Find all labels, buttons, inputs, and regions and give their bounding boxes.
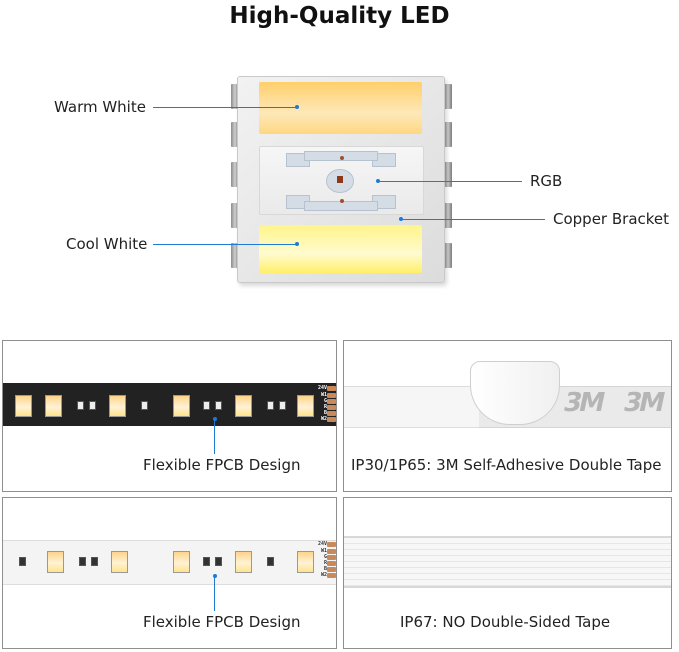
led-pin: [231, 203, 239, 228]
led-pin: [444, 84, 452, 109]
led-chip: [297, 551, 314, 573]
copper-pad: [327, 555, 336, 560]
cool-white-callout: Cool White: [66, 235, 148, 253]
resistor: [203, 401, 210, 410]
rgb-callout: RGB: [530, 172, 563, 190]
cool-white-chip: [259, 225, 422, 273]
strip-pin-label: W2: [320, 416, 327, 422]
resistor: [267, 557, 274, 566]
led-pin: [231, 84, 239, 109]
led-chip: [15, 395, 32, 417]
strip-pin-label: G: [323, 398, 327, 404]
tape-print: 3M: [560, 388, 606, 418]
resistor: [91, 557, 98, 566]
strip-pin-label: 24V: [317, 385, 327, 391]
resistor: [19, 557, 26, 566]
led-chip: [173, 551, 190, 573]
fpcb-leader-dot: [213, 417, 217, 421]
strip-pin-label: W1: [320, 392, 327, 398]
panel-4-label: IP67: NO Double-Sided Tape: [400, 613, 611, 631]
panel-ip67: IP67: NO Double-Sided Tape: [343, 497, 672, 649]
led-chip: [111, 551, 128, 573]
panel-1-label: Flexible FPCB Design: [143, 456, 301, 474]
strip-pin-label: W2: [320, 572, 327, 578]
panel-3-label: Flexible FPCB Design: [143, 613, 301, 631]
led-pin: [444, 203, 452, 228]
copper-pad: [327, 549, 336, 554]
resistor: [203, 557, 210, 566]
led-chip: [235, 395, 252, 417]
copper-pad: [327, 393, 336, 398]
led-pin: [444, 122, 452, 147]
led-pin: [231, 243, 239, 268]
tape-peel-curl: [470, 361, 560, 425]
rgb-leader-dot: [376, 179, 380, 183]
strip-pin-label: B: [323, 566, 327, 572]
led-pin: [231, 162, 239, 187]
strip-pin-label: R: [323, 404, 327, 410]
copper-pad: [327, 542, 336, 547]
copper-pad: [327, 417, 336, 422]
copper-pad: [327, 386, 336, 391]
strip-back: [344, 386, 484, 428]
rgb-pad: [326, 169, 354, 193]
led-chip: [173, 395, 190, 417]
panel-black-fpcb: 24V W1 G R B W2 Flexible FPCB Design: [2, 340, 337, 492]
led-pin: [231, 122, 239, 147]
fpcb-leader: [214, 419, 216, 454]
panel-white-fpcb: 24V W1 G R B W2 Flexible FPCB Design: [2, 497, 337, 649]
strip-pin-label: W1: [320, 548, 327, 554]
copper-bracket-leader: [401, 219, 545, 221]
led-chip: [297, 395, 314, 417]
panel-2-label: IP30/1P65: 3M Self-Adhesive Double Tape: [351, 456, 662, 474]
led-pin: [444, 162, 452, 187]
page-title: High-Quality LED: [229, 3, 450, 29]
resistor: [215, 401, 222, 410]
rgb-die: [340, 199, 344, 203]
resistor: [141, 401, 148, 410]
fpcb-leader-dot: [213, 574, 217, 578]
warm-white-callout: Warm White: [54, 98, 146, 116]
silicone-tube: [344, 536, 671, 588]
strip-pin-label: B: [323, 410, 327, 416]
led-chip: [45, 395, 62, 417]
cool-white-leader: [153, 244, 297, 246]
strip-pin-label: R: [323, 560, 327, 566]
cool-white-leader-dot: [295, 242, 299, 246]
resistor: [77, 401, 84, 410]
fpcb-leader: [214, 576, 216, 611]
black-led-strip: 24V W1 G R B W2: [3, 383, 336, 426]
warm-white-leader: [153, 107, 297, 109]
resistor: [267, 401, 274, 410]
white-led-strip: 24V W1 G R B W2: [3, 540, 336, 585]
resistor: [215, 557, 222, 566]
resistor: [79, 557, 86, 566]
copper-pad: [327, 573, 336, 578]
rgb-die: [340, 156, 344, 160]
copper-bracket-leader-dot: [399, 217, 403, 221]
led-chip: [109, 395, 126, 417]
rgb-leader: [378, 181, 522, 183]
resistor: [279, 401, 286, 410]
strip-pin-label: 24V: [317, 541, 327, 547]
strip-pin-label: G: [323, 554, 327, 560]
rgb-chip-area: [259, 146, 424, 215]
led-pin: [444, 243, 452, 268]
led-chip: [235, 551, 252, 573]
copper-pad: [327, 405, 336, 410]
led-chip: [47, 551, 64, 573]
tape-print: 3M: [620, 388, 666, 418]
panel-3m-tape: 3M 3M 3M IP30/1P65: 3M Self-Adhesive Dou…: [343, 340, 672, 492]
copper-pad: [327, 399, 336, 404]
rgb-die: [337, 176, 343, 183]
copper-pad: [327, 567, 336, 572]
resistor: [89, 401, 96, 410]
warm-white-leader-dot: [295, 105, 299, 109]
copper-pad: [327, 561, 336, 566]
copper-bracket-callout: Copper Bracket: [553, 210, 670, 228]
copper-pad: [327, 411, 336, 416]
